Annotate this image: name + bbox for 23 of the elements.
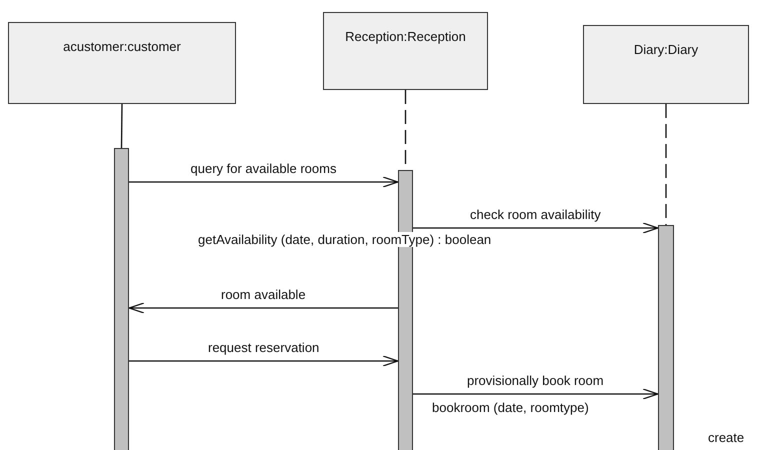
message-label: create — [708, 430, 744, 445]
message-label: provisionally book room — [467, 373, 604, 388]
message-arrow — [413, 222, 659, 234]
message-label: check room availability — [470, 207, 601, 222]
message-label: room available — [221, 287, 306, 302]
lifeline-header-box — [323, 12, 488, 90]
object-name: acustomer:customer — [63, 38, 181, 56]
message-label: query for available rooms — [190, 161, 336, 176]
object-name: Reception:Reception — [345, 28, 466, 46]
lifeline — [665, 104, 667, 225]
lifeline-header-box — [583, 25, 749, 104]
message-arrow — [128, 302, 398, 314]
message-arrow — [129, 355, 399, 367]
message-arrow — [413, 388, 659, 400]
object-name: Diary:Diary — [634, 41, 698, 59]
operation-signature: getAvailability (date, duration, roomType) : boolean — [197, 232, 492, 247]
message-label: request reservation — [208, 340, 320, 355]
operation-signature: bookroom (date, roomtype) — [432, 400, 589, 415]
activation-bar — [114, 148, 129, 450]
message-arrow — [129, 176, 399, 188]
lifeline — [120, 104, 123, 148]
lifeline-header-box — [8, 22, 236, 104]
activation-bar — [658, 225, 674, 450]
